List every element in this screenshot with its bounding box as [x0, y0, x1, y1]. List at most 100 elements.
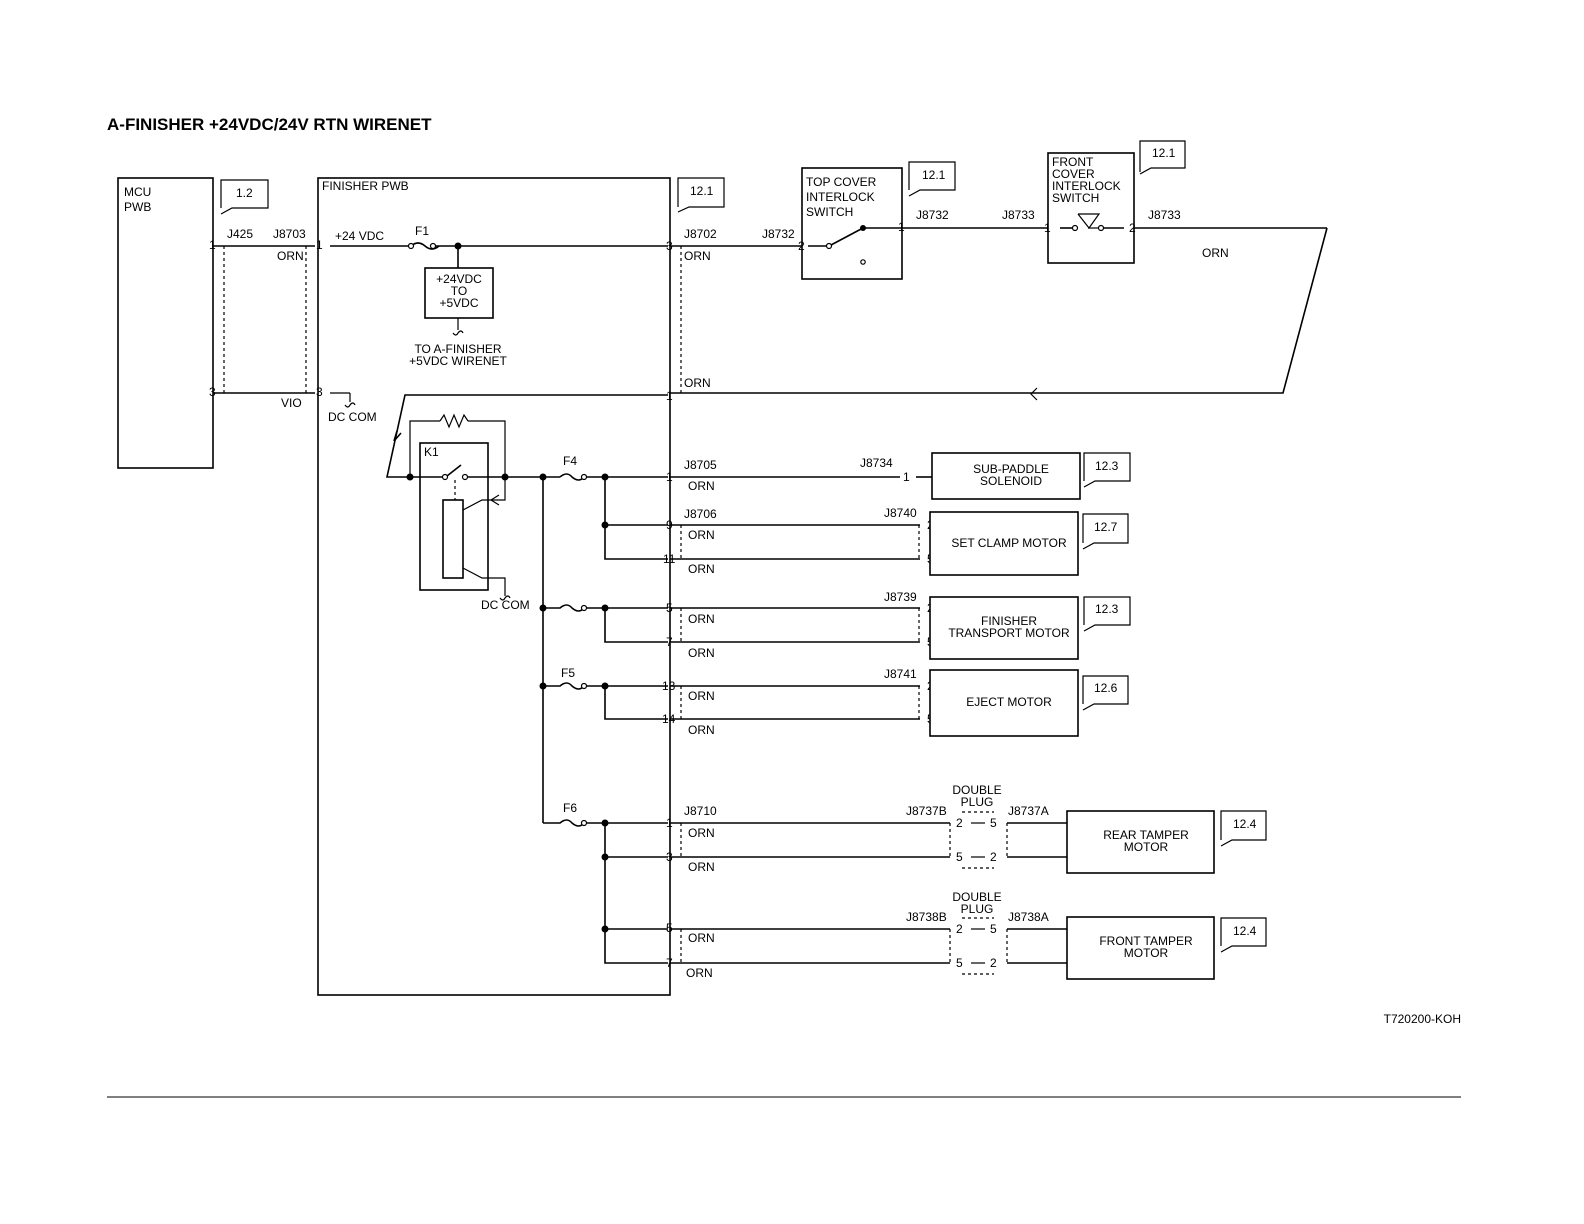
eject-pwb-pin-13: 13: [662, 679, 676, 693]
sub-paddle-pwb-pin: 1: [666, 470, 673, 484]
front-plug-label-2: PLUG: [961, 902, 994, 916]
conn-j8732-in: J8732: [762, 227, 795, 241]
conn-j8738a: J8738A: [1008, 910, 1049, 924]
conn-j425: J425: [227, 227, 253, 241]
wire-orn-return: ORN: [684, 376, 711, 390]
rear-plug-label-1: DOUBLE: [952, 783, 1001, 797]
eject-wire-1: ORN: [688, 689, 715, 703]
top-cover-label-1: TOP COVER: [806, 175, 877, 189]
finisher-pwb-box: [317, 177, 671, 996]
transport-label-1: FINISHER: [981, 614, 1037, 628]
mcu-ref: 1.2: [236, 186, 253, 200]
front-cover-pin-2: 2: [1129, 221, 1136, 235]
rear-tamper-pwb-pin-1: 1: [666, 816, 673, 830]
load-eject-motor: 13 14 ORN ORN J8741 2 5 EJECT MOTOR 12.6: [662, 667, 1129, 737]
conn-j8705: J8705: [684, 458, 717, 472]
load-rear-tamper-motor: 1 3 J8710 ORN ORN J8737B DOUBLE PLUG 2 5…: [666, 783, 1267, 874]
conn-j8703: J8703: [273, 227, 306, 241]
top-cover-ref-tag: [908, 161, 956, 197]
conn-j8741: J8741: [884, 667, 917, 681]
sub-paddle-wire: ORN: [688, 479, 715, 493]
conn-j8710: J8710: [684, 804, 717, 818]
front-plug-label-1: DOUBLE: [952, 890, 1001, 904]
return-pin-1: 1: [666, 389, 673, 403]
conn-j8734: J8734: [860, 456, 893, 470]
conn-j8706: J8706: [684, 507, 717, 521]
front-tamper-label-1: FRONT TAMPER: [1099, 934, 1193, 948]
top-cover-interlock-switch: [801, 167, 903, 280]
top-cover-pin-2: 2: [798, 239, 805, 253]
converter-line-2: TO: [451, 284, 467, 298]
top-cover-label-2: INTERLOCK: [806, 190, 875, 204]
conn-j8702: J8702: [684, 227, 717, 241]
converter-line-1: +24VDC: [436, 272, 482, 286]
front-tamper-motor-box: [1066, 916, 1215, 980]
sub-paddle-label-1: SUB-PADDLE: [973, 462, 1049, 476]
front-plug-pin-a: 2: [956, 922, 963, 936]
set-clamp-wire-2: ORN: [688, 562, 715, 576]
load-set-clamp-motor: 9 11 J8706 ORN ORN J8740 2 5 SET CLAMP M…: [663, 506, 1129, 576]
sub-paddle-ref: 12.3: [1095, 459, 1119, 473]
transport-wire-1: ORN: [688, 612, 715, 626]
rear-tamper-wire-2: ORN: [688, 860, 715, 874]
top-cover-pin-1: 1: [898, 220, 905, 234]
sub-paddle-ref-tag: [1083, 452, 1131, 488]
rear-plug-pin-d: 2: [990, 850, 997, 864]
conn-j8733-in: J8733: [1002, 208, 1035, 222]
set-clamp-pwb-pin-9: 9: [666, 518, 673, 532]
conn-j8737b: J8737B: [906, 804, 947, 818]
mcu-pwb-box: [117, 177, 214, 469]
conn-j8737a: J8737A: [1008, 804, 1049, 818]
set-clamp-ref: 12.7: [1094, 520, 1118, 534]
set-clamp-wire-1: ORN: [688, 528, 715, 542]
front-tamper-label-2: MOTOR: [1124, 946, 1169, 960]
set-clamp-pwb-pin-11: 11: [663, 552, 676, 566]
set-clamp-motor-box: [929, 511, 1079, 576]
to-5v-line-2: +5VDC WIRENET: [409, 354, 507, 368]
pwb-pin-3: 3: [316, 385, 323, 399]
front-tamper-pwb-pin-7: 7: [666, 956, 673, 970]
mcu-pwb: MCU PWB 1.2 J425 J8703 1 3 ORN VIO: [117, 177, 315, 469]
transport-motor-box: [929, 596, 1079, 660]
front-cover-label-4: SWITCH: [1052, 191, 1099, 205]
fuse-f4-label: F4: [563, 454, 577, 468]
front-cover-pin-1: 1: [1044, 221, 1051, 235]
sub-paddle-label-2: SOLENOID: [980, 474, 1042, 488]
finisher-pwb: FINISHER PWB 12.1 1 3 +24 VDC F1 +24VDC …: [316, 177, 725, 996]
v24-label: +24 VDC: [335, 229, 384, 243]
front-plug-pin-d: 2: [990, 956, 997, 970]
drawing-code: T720200-KOH: [1384, 1012, 1461, 1026]
eject-ref: 12.6: [1094, 681, 1118, 695]
relay-k1-label: K1: [424, 445, 439, 459]
mcu-ref-tag: [220, 179, 269, 215]
rear-tamper-ref-tag: [1220, 810, 1267, 847]
top-cover-label-3: SWITCH: [806, 205, 853, 219]
rear-tamper-pwb-pin-3: 3: [666, 850, 673, 864]
eject-pwb-pin-14: 14: [662, 712, 676, 726]
eject-label: EJECT MOTOR: [966, 695, 1052, 709]
rear-tamper-label-2: MOTOR: [1124, 840, 1169, 854]
front-cover-ref-tag: [1139, 140, 1186, 175]
transport-ref: 12.3: [1095, 602, 1119, 616]
dc-com-label-2: DC COM: [481, 598, 530, 612]
wire-orn-mcu: ORN: [277, 249, 304, 263]
front-cover-label-1: FRONT: [1052, 155, 1094, 169]
diagram-title: A-FINISHER +24VDC/24V RTN WIRENET: [107, 115, 432, 134]
fuse-f6-label: F6: [563, 801, 577, 815]
front-tamper-ref: 12.4: [1233, 924, 1257, 938]
conn-j8733-out: J8733: [1148, 208, 1181, 222]
front-cover-ref: 12.1: [1152, 146, 1176, 160]
sub-paddle-solenoid-box: [931, 452, 1081, 500]
mcu-pin-1: 1: [209, 238, 216, 252]
front-tamper-pwb-pin-5: 5: [666, 921, 673, 935]
front-cover-interlock-switch: [1047, 152, 1135, 264]
transport-pwb-pin-7: 7: [666, 635, 673, 649]
mcu-label-2: PWB: [124, 200, 151, 214]
eject-motor-box: [929, 669, 1079, 737]
converter-line-3: +5VDC: [439, 296, 478, 310]
finisher-ref-tag: [677, 177, 725, 213]
load-finisher-transport-motor: 5 7 ORN ORN J8739 2 5 FINISHER TRANSPORT…: [666, 590, 1131, 660]
conn-j8732-out: J8732: [916, 208, 949, 222]
transport-label-2: TRANSPORT MOTOR: [948, 626, 1070, 640]
